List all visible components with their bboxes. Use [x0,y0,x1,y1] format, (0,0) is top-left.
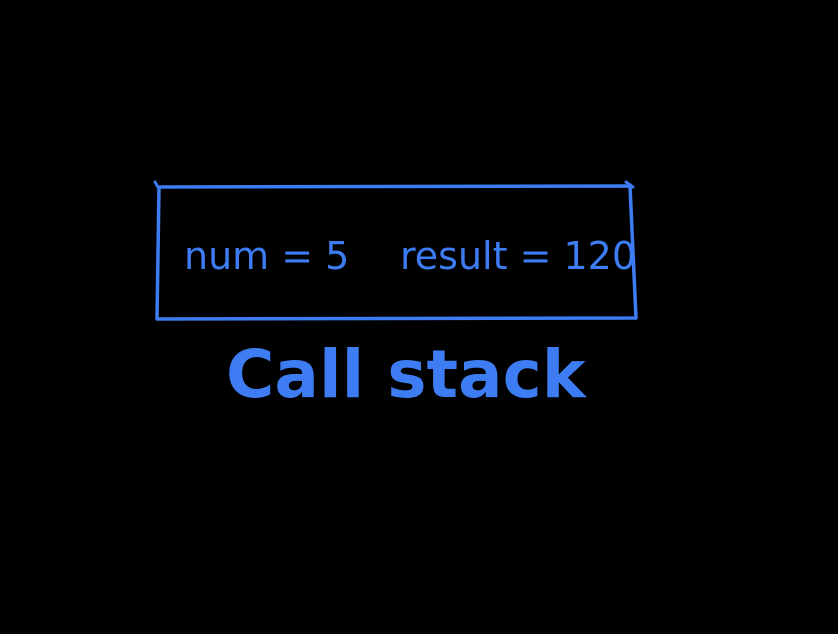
variable-result: result = 120 [400,234,637,278]
stack-frame-corner-tick-right [624,180,635,189]
variable-num: num = 5 [184,234,350,278]
stack-frame-border [155,184,638,321]
stack-frame-corner-tick-left [153,180,161,191]
call-stack-label: Call stack [226,336,586,413]
